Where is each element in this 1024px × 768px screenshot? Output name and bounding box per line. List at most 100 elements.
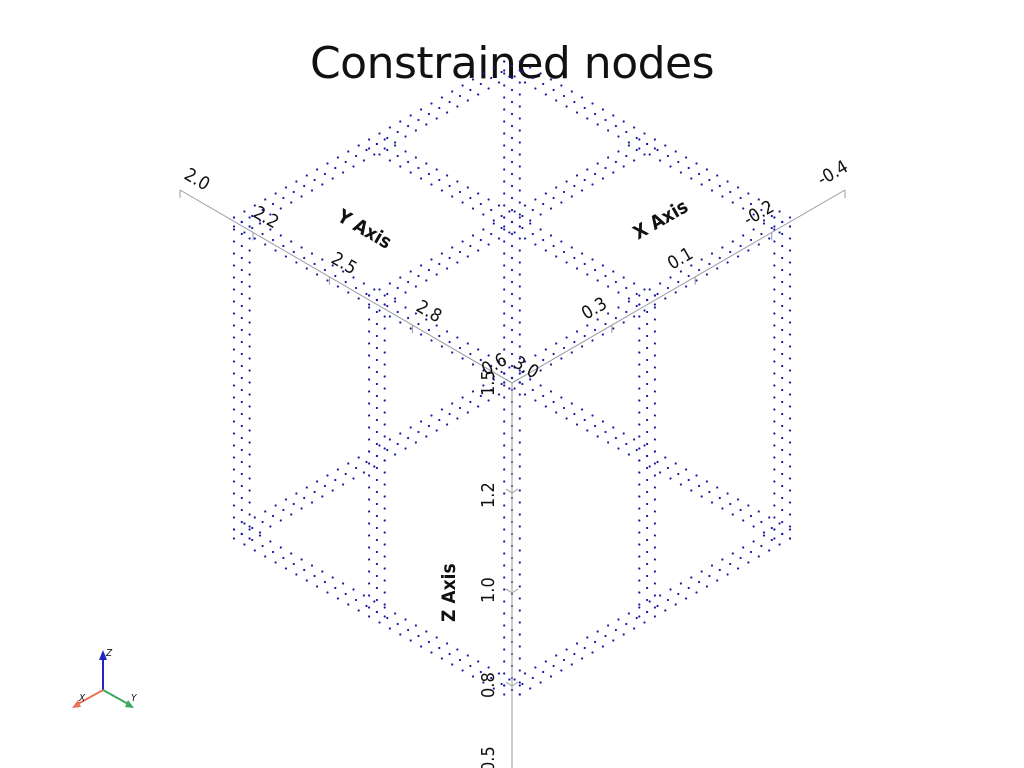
node-point [469, 400, 472, 404]
node-point [503, 636, 506, 639]
node-point [653, 486, 657, 489]
node-point [510, 292, 514, 296]
node-point [648, 600, 651, 603]
node-point [596, 435, 599, 438]
node-point [240, 340, 243, 344]
node-point [562, 658, 566, 662]
node-point [687, 478, 690, 482]
node-point [336, 597, 339, 600]
node-point [479, 670, 482, 674]
node-point [739, 556, 742, 560]
node-point [487, 666, 490, 669]
node-point [653, 402, 657, 405]
node-point [232, 384, 236, 387]
node-point [503, 360, 506, 363]
node-point [565, 180, 568, 183]
node-point [284, 498, 288, 501]
node-point [521, 382, 524, 386]
node-point [240, 424, 243, 428]
node-point [627, 141, 631, 144]
node-point [248, 216, 251, 219]
node-point [700, 570, 703, 573]
node-point [747, 561, 750, 564]
node-point [396, 286, 399, 290]
node-point [700, 183, 703, 186]
node-point [503, 672, 506, 675]
node-point [646, 298, 649, 302]
node-point [513, 387, 516, 390]
node-point [773, 444, 776, 447]
node-point [653, 366, 657, 369]
node-point [375, 478, 378, 482]
node-point [378, 309, 381, 312]
x-tick-label: 0.1 [664, 243, 697, 274]
node-point [518, 429, 521, 432]
node-point [344, 472, 347, 476]
node-point [427, 112, 430, 116]
node-point [355, 466, 358, 470]
node-point [399, 165, 402, 168]
node-point [729, 250, 732, 254]
node-point [612, 270, 615, 273]
node-point [549, 675, 553, 678]
node-point [635, 148, 638, 152]
node-point [523, 360, 527, 363]
node-point [388, 315, 391, 318]
node-point [607, 312, 610, 315]
node-point [430, 414, 433, 417]
node-point [788, 405, 792, 408]
node-point [503, 336, 506, 339]
node-point [438, 262, 441, 266]
node-point [617, 291, 620, 294]
node-point [586, 324, 589, 327]
node-point [781, 232, 784, 236]
node-point [674, 603, 677, 606]
orientation-widget[interactable]: Z X Y [72, 648, 138, 708]
node-point [646, 598, 649, 602]
node-point [417, 322, 420, 326]
node-point [487, 243, 490, 246]
node-point [313, 178, 316, 182]
node-point [368, 486, 371, 489]
node-point [321, 570, 324, 573]
node-point [646, 430, 649, 434]
node-point [331, 177, 334, 180]
x-axis-title: X Axis [630, 196, 692, 245]
node-point [503, 180, 506, 183]
node-point [375, 370, 378, 374]
node-point [490, 388, 493, 392]
node-point [490, 232, 493, 236]
node-point [773, 240, 776, 243]
node-point [518, 213, 521, 216]
node-point [565, 105, 568, 108]
node-point [407, 124, 410, 128]
node-point [368, 606, 371, 609]
node-point [375, 562, 378, 566]
node-point [560, 201, 563, 204]
node-point [471, 78, 475, 81]
node-point [555, 255, 558, 258]
node-point [448, 652, 451, 656]
node-point [383, 294, 386, 297]
node-point [383, 447, 386, 450]
node-point [539, 369, 542, 372]
node-point [581, 252, 584, 255]
node-point [760, 520, 763, 524]
cube-axes [179, 189, 846, 768]
node-point [386, 304, 389, 308]
node-point [510, 76, 514, 80]
node-point [518, 453, 521, 456]
node-point [342, 171, 345, 174]
node-point [604, 118, 607, 122]
node-point [757, 198, 760, 201]
node-point [414, 441, 417, 444]
node-point [342, 582, 345, 585]
node-point [347, 150, 350, 153]
node-point [510, 328, 514, 332]
node-point [549, 363, 553, 366]
node-point [316, 480, 319, 483]
node-point [674, 291, 677, 294]
node-point [471, 207, 475, 210]
